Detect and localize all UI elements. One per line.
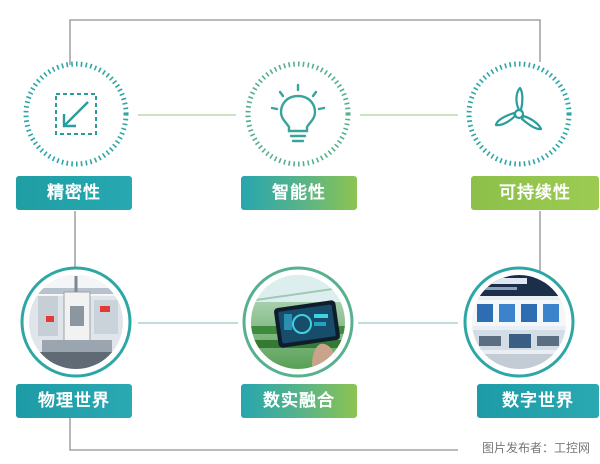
image-credit: 图片发布者：工控网 <box>481 441 590 455</box>
resize-arrow-icon <box>55 93 97 135</box>
intelligence-icon-ring <box>245 61 351 167</box>
label-intelligence: 智能性 <box>241 176 357 210</box>
label-digital-real-fusion: 数实融合 <box>241 384 357 418</box>
label-sustainability: 可持续性 <box>471 176 599 210</box>
wind-turbine-icon <box>494 86 543 131</box>
label-precision: 精密性 <box>16 176 132 210</box>
digital-exhibition-photo <box>463 266 575 378</box>
digital-tablet-photo <box>242 266 354 378</box>
label-digital-world: 数字世界 <box>477 384 599 418</box>
label-physical-world: 物理世界 <box>16 384 132 418</box>
precision-icon-ring <box>23 61 129 167</box>
factory-machinery-photo <box>20 266 132 378</box>
sustainability-icon-ring <box>466 61 572 167</box>
lightbulb-icon <box>270 83 326 143</box>
